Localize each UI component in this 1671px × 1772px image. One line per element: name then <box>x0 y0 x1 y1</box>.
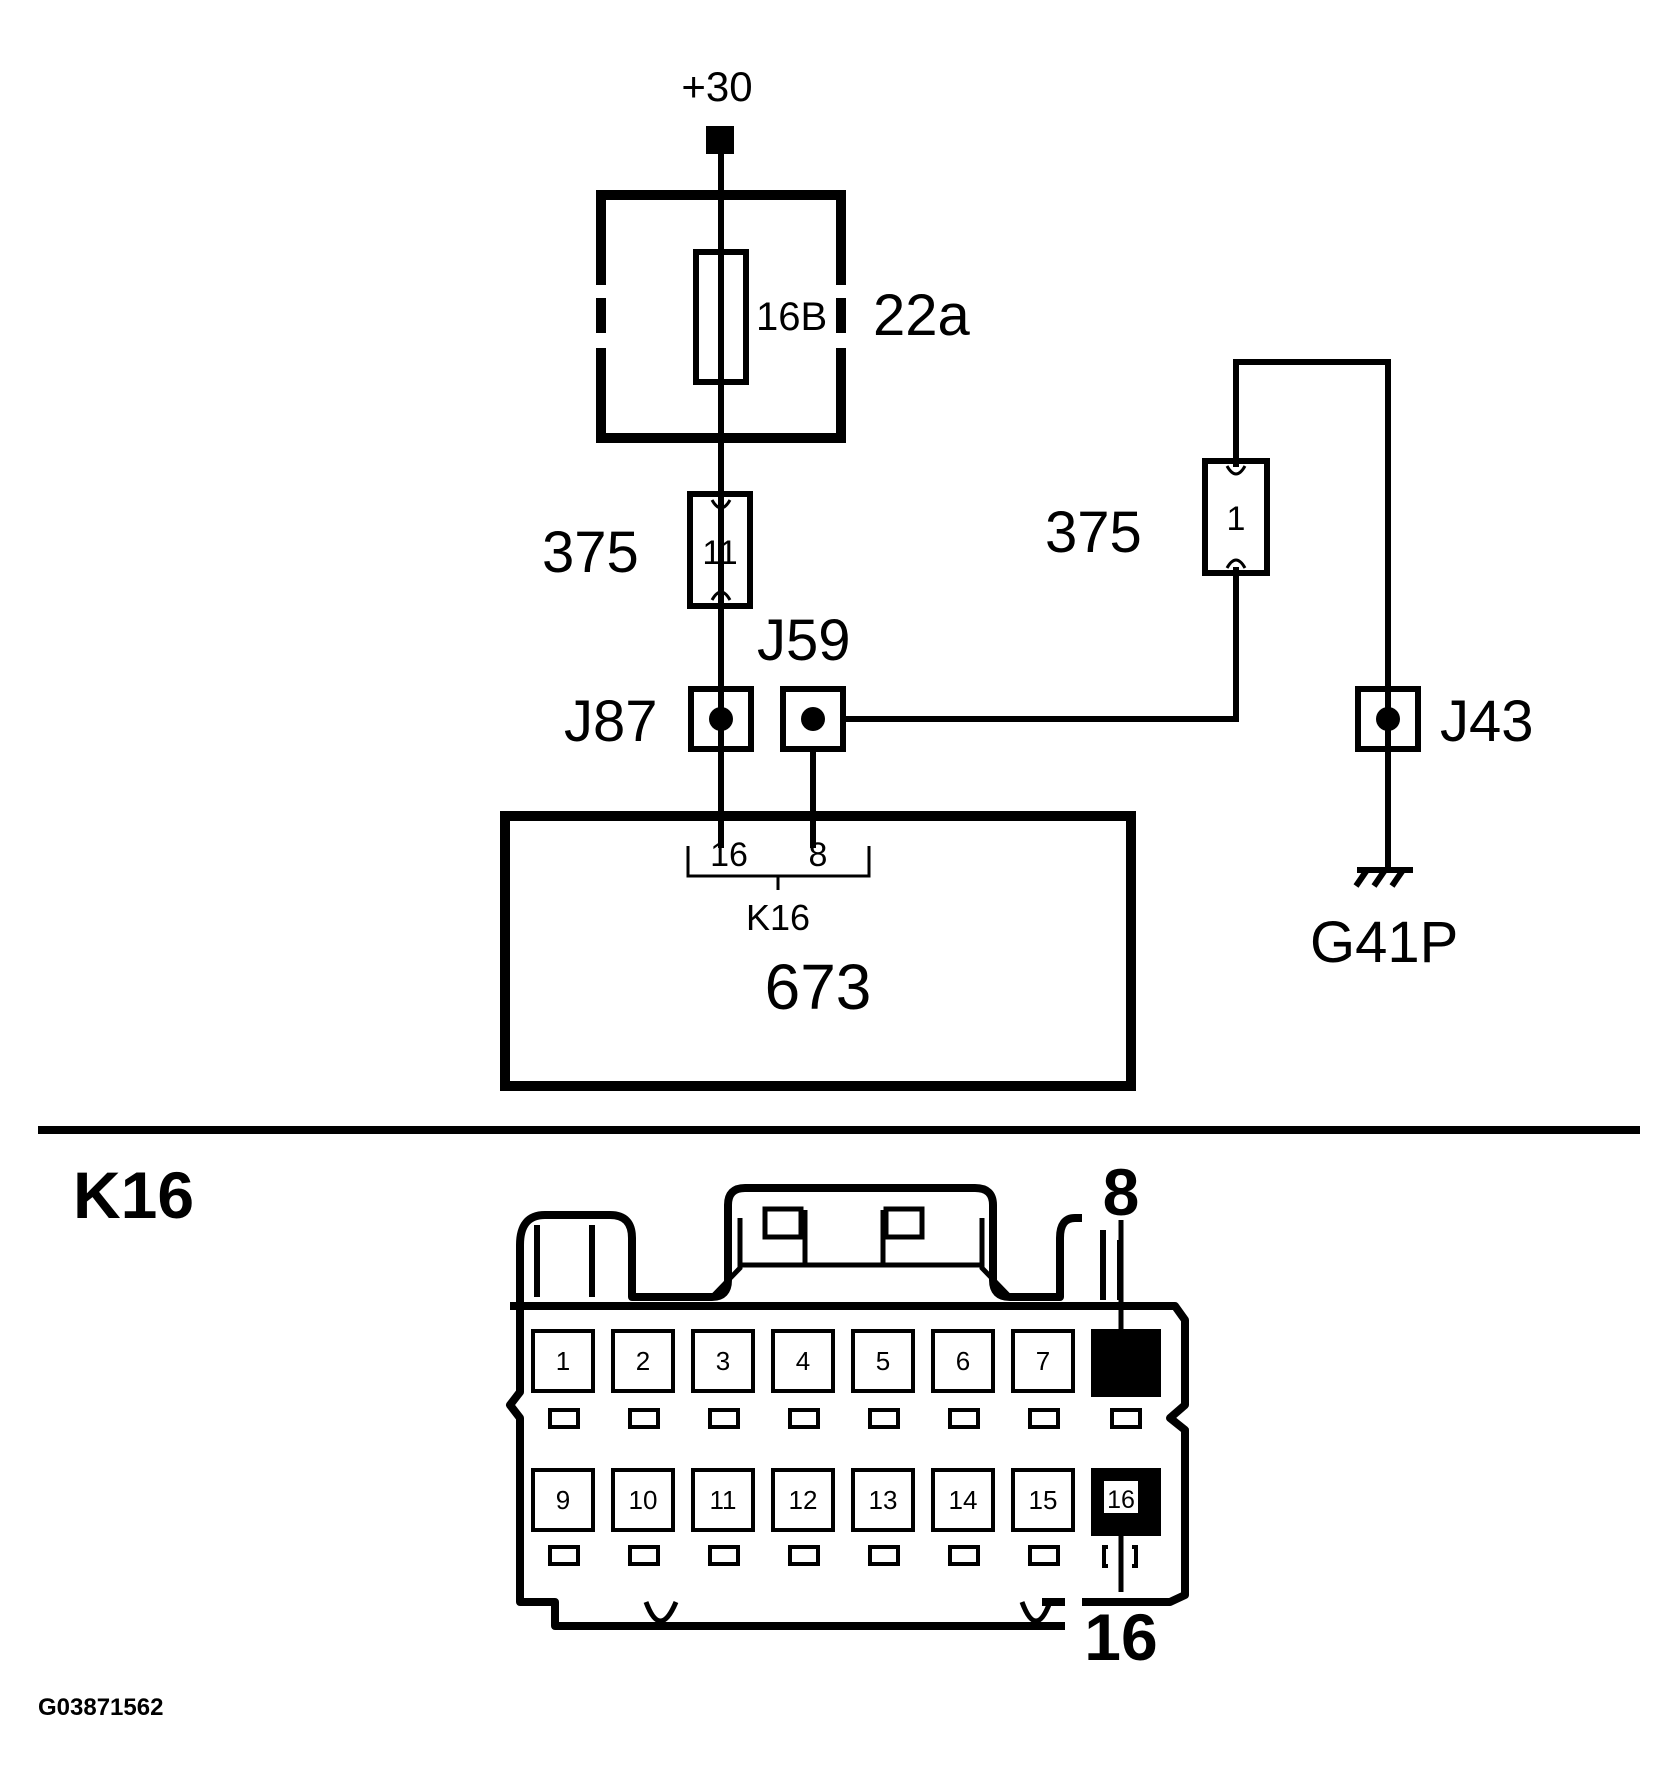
pin-6-label: 6 <box>956 1346 970 1376</box>
ground-icon <box>1353 867 1413 888</box>
pin-5 <box>851 1329 915 1393</box>
pin-8-highlighted <box>1091 1329 1161 1397</box>
pin-16-label: 16 <box>1107 1486 1135 1514</box>
pin-9-label: 9 <box>556 1485 570 1515</box>
callout-pin-8: 8 <box>1103 1155 1140 1229</box>
pin-14-label: 14 <box>949 1485 978 1515</box>
junction-j43 <box>1355 686 1421 752</box>
module-pin-b-label: 8 <box>809 836 828 874</box>
connector-body <box>506 1302 1189 1630</box>
pin-6 <box>931 1329 995 1393</box>
pin-14 <box>931 1468 995 1532</box>
pin-3-label: 3 <box>716 1346 730 1376</box>
pin-2 <box>611 1329 675 1393</box>
module-pin-a-label: 16 <box>710 836 748 874</box>
wire-j59-to-connector-375-pin1 <box>840 567 1239 722</box>
pin-13-label: 13 <box>869 1485 898 1515</box>
pin-10 <box>611 1468 675 1532</box>
module-label: 673 <box>765 951 872 1023</box>
pin-4-label: 4 <box>796 1346 810 1376</box>
connector-right-label: 375 <box>1045 500 1142 565</box>
module-673 <box>500 811 1136 1091</box>
connector-right-pin-label: 1 <box>1227 500 1246 538</box>
pin-5-label: 5 <box>876 1346 890 1376</box>
pin-9 <box>531 1468 595 1532</box>
pin-11 <box>691 1468 755 1532</box>
pin-15-label: 15 <box>1029 1485 1058 1515</box>
pin-4 <box>771 1329 835 1393</box>
pin-7 <box>1011 1329 1075 1393</box>
pin-1 <box>531 1329 595 1393</box>
fuse-box-label: 22a <box>873 283 971 348</box>
connector-pin-row-2: 9 10 11 12 13 14 15 16 <box>531 1468 1161 1536</box>
ground-label: G41P <box>1310 910 1458 975</box>
junction-j87-label: J87 <box>564 689 658 754</box>
pin-11-label: 11 <box>710 1485 737 1515</box>
connector-housing <box>516 1184 1082 1306</box>
pin-10-label: 10 <box>629 1485 658 1515</box>
latch-row-1 <box>548 1408 1142 1429</box>
callout-pin-16: 16 <box>1084 1600 1157 1674</box>
pin-2-label: 2 <box>636 1346 650 1376</box>
fuse-rating-label: 16B <box>756 295 827 339</box>
junction-j59-label: J59 <box>757 608 851 673</box>
pin-13 <box>851 1468 915 1532</box>
connector-left-pin-label: 11 <box>702 534 737 572</box>
connector-left-label: 375 <box>542 520 639 585</box>
wire-connector-375-to-ground <box>1233 359 1391 873</box>
latch-row-2 <box>548 1545 1060 1566</box>
pin-12-label: 12 <box>789 1485 818 1515</box>
pin-15 <box>1011 1468 1075 1532</box>
connector-pin-row-1: 1 2 3 4 5 6 7 <box>531 1329 1161 1397</box>
pin-7-label: 7 <box>1036 1346 1050 1376</box>
pin-3 <box>691 1329 755 1393</box>
pin-1-label: 1 <box>556 1346 570 1376</box>
junction-j43-label: J43 <box>1440 689 1534 754</box>
module-connector-label: K16 <box>746 897 810 938</box>
supply-label: +30 <box>681 63 752 110</box>
pin-12 <box>771 1468 835 1532</box>
figure-id: G03871562 <box>38 1694 163 1721</box>
connector-view-title: K16 <box>73 1158 194 1232</box>
